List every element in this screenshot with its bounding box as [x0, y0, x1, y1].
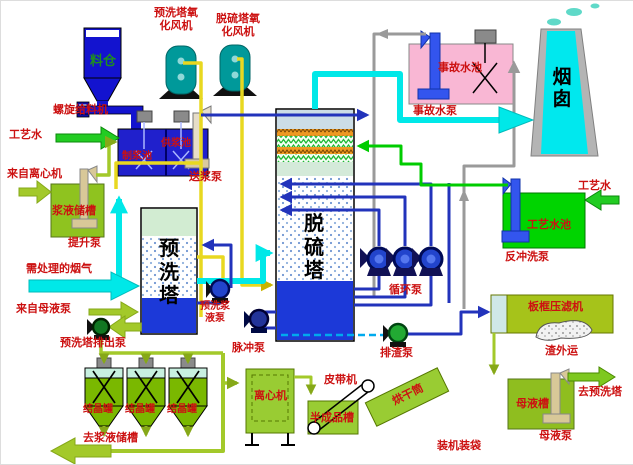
to-slurry-tank-label: 去浆液储槽 [83, 432, 138, 444]
pipes-green [356, 139, 508, 187]
supply-pool-label: 供浆池 [161, 138, 191, 149]
to-prewash-label: 去预洗塔 [578, 386, 622, 398]
accident-pool-label: 事故水池 [438, 62, 482, 74]
prewash-fan-label: 预洗塔氧化风机 [154, 7, 198, 32]
prewash-tower-vessel [140, 207, 198, 335]
prewash-slurry-pump-label: 预洗浆液泵 [200, 301, 230, 324]
lift-pump-label: 提升泵 [68, 237, 101, 249]
flue-gas-label: 需处理的烟气 [26, 263, 92, 275]
desulf-tower-label: 脱硫塔 [304, 213, 324, 283]
cyan-arrow-chimney [498, 106, 535, 134]
prewash-discharge-pump-icon [87, 317, 111, 340]
from-centrifuge-arrow [18, 179, 52, 205]
centrifuge-label: 离心机 [254, 390, 287, 402]
circulation-pump-icons [360, 246, 444, 276]
desulf-tower-vessel [275, 108, 355, 342]
feed-pump-label: 送浆泵 [189, 171, 222, 183]
slag-out-label: 渣外运 [545, 345, 578, 357]
flue-gas-block-arrow [28, 271, 141, 301]
accident-pump-label: 事故水泵 [413, 105, 457, 117]
semi-product-tank-label: 半成品槽 [310, 412, 354, 424]
from-centrifuge-label: 来自离心机 [7, 168, 62, 180]
prewash-discharge-arrow [108, 315, 142, 339]
circulation-pump-label: 循环泵 [389, 284, 422, 296]
silo-hopper [83, 27, 122, 107]
screw-feeder-bar [76, 101, 144, 130]
silo-label: 料仓 [90, 53, 117, 68]
to-slurry-tank-arrow [49, 437, 112, 464]
from-mother-pump-arrow [88, 301, 139, 323]
belt-conveyor-icon [307, 379, 375, 435]
cryst-tank-label-1: 结晶罐 [83, 404, 113, 415]
desulf-fan-label: 脱硫塔氧化风机 [216, 13, 260, 38]
prewash-oxidation-fan-icon [159, 45, 203, 99]
screw-feeder-label: 螺旋给料机 [53, 104, 108, 116]
making-pool-label: 制浆池 [122, 151, 152, 162]
mother-liquor-tank-box [507, 368, 575, 430]
process-water-right-label: 工艺水 [578, 180, 611, 192]
dryer-drum [364, 367, 450, 427]
backwash-pump-label: 反冲洗泵 [505, 251, 549, 263]
pulse-pump-icon [244, 308, 270, 333]
packing-label: 装机装袋 [437, 440, 481, 452]
process-water-pool-box [501, 177, 586, 249]
process-water-right-arrow [584, 189, 620, 211]
centrifuge-box [245, 368, 295, 446]
prewash-slurry-pump-icon [206, 278, 231, 303]
process-water-pool-label: 工艺水池 [527, 219, 571, 231]
gray-flow-arrow-up [459, 189, 469, 201]
pipes-olive [96, 135, 500, 453]
from-mother-pump-label: 来自母液泵 [16, 303, 71, 315]
slag-pile-icon [535, 320, 593, 341]
slurry-storage-tank-box [50, 165, 105, 238]
pulse-pump-label: 脉冲泵 [232, 342, 265, 354]
chimney-stack [530, 3, 600, 157]
filter-press-label: 板框压滤机 [528, 301, 583, 313]
slag-pump-icon [383, 322, 409, 347]
slag-pump-label: 排渣泵 [380, 347, 413, 359]
mother-tank-label: 母液槽 [516, 398, 549, 410]
prewash-discharge-pump-label: 预洗塔排出泵 [60, 337, 126, 349]
belt-conveyor-label: 皮带机 [324, 374, 357, 386]
to-prewash-arrow [567, 366, 616, 388]
crystallization-tanks [84, 357, 208, 427]
prewash-tower-label: 预洗塔 [159, 238, 179, 308]
desulf-oxidation-fan-icon [213, 44, 257, 96]
cryst-tank-label-3: 结晶罐 [167, 404, 197, 415]
gray-flow-arrow [376, 29, 388, 39]
cryst-tank-label-2: 结晶罐 [125, 404, 155, 415]
chimney-label: 烟囱 [552, 67, 572, 111]
pipes-blue [197, 108, 491, 336]
process-water-left-label: 工艺水 [9, 129, 42, 141]
slurry-storage-tank-label: 浆液储槽 [52, 205, 96, 217]
accident-pool-box [408, 29, 514, 105]
mother-pump-label: 母液泵 [539, 430, 572, 442]
